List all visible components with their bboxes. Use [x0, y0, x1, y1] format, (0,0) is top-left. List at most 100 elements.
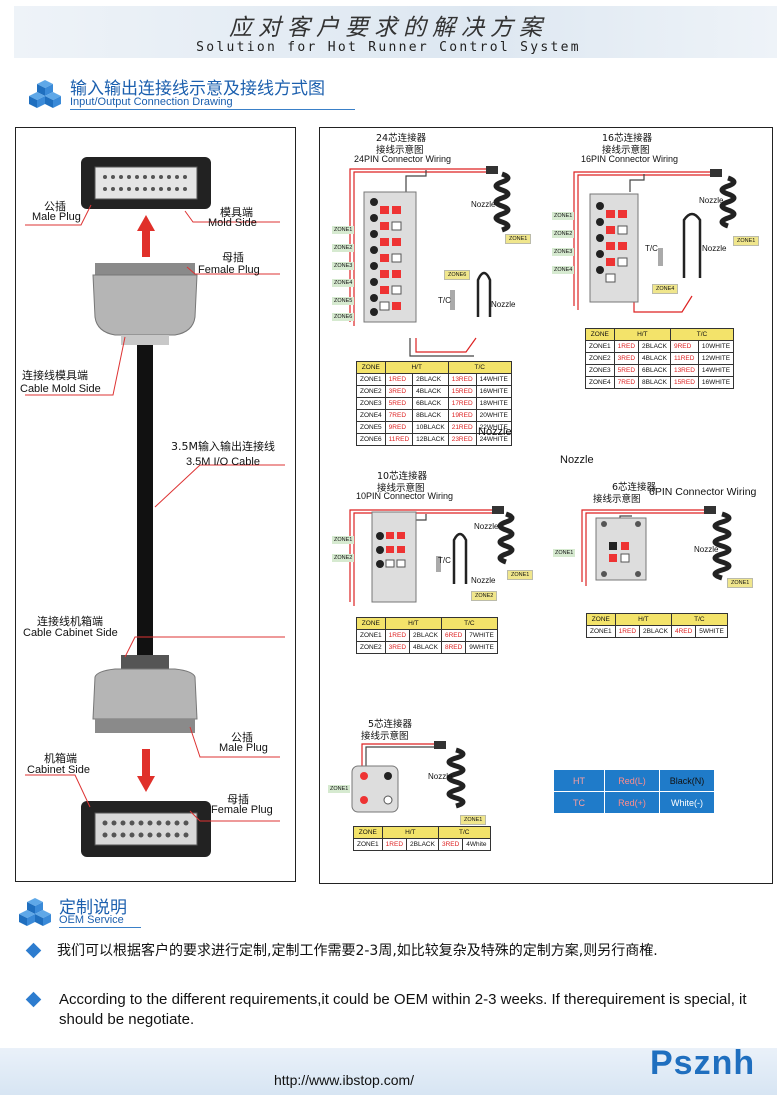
cell: 3RED: [384, 385, 414, 398]
cubes-icon: [19, 898, 51, 926]
d10-title-cn1: 10芯连接器: [377, 471, 428, 482]
female-plug2-label-cn: 母插: [227, 793, 249, 806]
section2-underline: [59, 927, 141, 928]
d5-nozzle-label: Nozzle: [428, 772, 453, 781]
cubes-icon: [29, 80, 61, 108]
cell: 3RED: [437, 838, 464, 851]
cell: 12WHITE: [697, 352, 735, 365]
d16-title-cn2: 接线示意图: [602, 145, 650, 156]
cable-mold-side-label-en: Cable Mold Side: [20, 383, 101, 395]
cell: 9RED: [669, 340, 699, 353]
d24-title-cn1: 24芯连接器: [376, 133, 427, 144]
d10-nozzle-label: Nozzle: [474, 522, 499, 531]
cable-illustration: [25, 157, 285, 857]
left-panel: [15, 127, 296, 882]
d24-zone6-tag: ZONE6: [444, 270, 471, 280]
bullet-icon: [25, 942, 42, 959]
header-cell: T/C: [669, 328, 735, 341]
cell: ZONE6: [356, 433, 386, 446]
header-cell: T/C: [447, 361, 512, 374]
wire-color-legend: HT Red(L) Black(N) TC Red(+) White(-): [553, 769, 715, 814]
mold-side-label-en: Mold Side: [208, 217, 257, 229]
cell: 10BLACK: [412, 421, 449, 434]
cell: 6BLACK: [638, 364, 671, 377]
d24-zone1-tag: ZONE1: [505, 234, 532, 244]
cell: 15RED: [669, 376, 699, 389]
d10-zone-side-1: ZONE1: [332, 536, 355, 544]
header-title-cn: 应对客户要求的解决方案: [229, 15, 548, 41]
cell: 4BLACK: [409, 641, 442, 654]
footer-bar: [0, 1048, 777, 1095]
header-cell: ZONE: [353, 826, 383, 839]
oem-text-en: According to the different requirements,…: [59, 991, 747, 1028]
legend-row-tc: TC Red(+) White(-): [553, 791, 715, 814]
male-plug-label-cn: 公插: [44, 200, 66, 213]
legend-ht: HT: [553, 769, 605, 792]
d6-wiring-diagram: [581, 506, 732, 586]
cell: 20WHITE: [475, 409, 512, 422]
cell: ZONE4: [356, 409, 386, 422]
d24-nozzle-label: Nozzle: [471, 200, 496, 209]
d16-zone-side-3: ZONE3: [552, 248, 575, 256]
d24-tc-label: T/C: [438, 296, 451, 305]
d16-title-en: 16PIN Connector Wiring: [581, 154, 679, 164]
d24-wiring-diagram: [349, 166, 511, 357]
cable-label-cn: 3.5M输入输出连接线: [171, 440, 275, 453]
cell: 6BLACK: [412, 397, 449, 410]
d5-title-cn1: 5芯连接器: [368, 719, 413, 730]
section1-underline: [70, 109, 355, 110]
cell: 5RED: [613, 364, 640, 377]
header-cell: H/T: [384, 617, 442, 630]
cell: 10WHITE: [697, 340, 735, 353]
cell: 16WHITE: [475, 385, 512, 398]
cell: 1RED: [614, 625, 641, 638]
d10-title-en: 10PIN Connector Wiring: [356, 491, 454, 501]
cell: 2BLACK: [412, 373, 449, 386]
d6-title-cn1: 6芯连接器: [612, 482, 657, 493]
male-plug-label-en: Male Plug: [32, 211, 81, 223]
d24-zone-side-4: ZONE4: [332, 279, 355, 287]
cell: ZONE1: [356, 629, 386, 642]
cell: 18WHITE: [475, 397, 512, 410]
cell: ZONE2: [356, 641, 386, 654]
d24-zone-side-5: ZONE5: [332, 297, 355, 305]
header-cell: T/C: [440, 617, 498, 630]
cell: 8BLACK: [412, 409, 449, 422]
d16-zone-side-1: ZONE1: [552, 212, 575, 220]
legend-tc-neg: White(-): [659, 791, 715, 814]
header-cell: ZONE: [356, 617, 386, 630]
header-title-en: Solution for Hot Runner Control System: [196, 40, 581, 55]
d5-zone1-tag: ZONE1: [460, 815, 487, 825]
d6-title-cn2: 接线示意图: [593, 494, 641, 505]
cell: 11RED: [384, 433, 414, 446]
cell: 21RED: [447, 421, 477, 434]
section2-title-en: OEM Service: [59, 914, 124, 926]
header-cell: H/T: [384, 361, 449, 374]
female-plug-label-cn: 母插: [222, 251, 244, 264]
d16-nozzle-label: Nozzle: [699, 196, 724, 205]
cell: 2BLACK: [406, 838, 439, 851]
legend-tc-pos: Red(+): [604, 791, 660, 814]
footer-url[interactable]: http://www.ibstop.com/: [274, 1072, 415, 1088]
d24-title-cn2: 接线示意图: [376, 145, 424, 156]
cable-mold-side-label-cn: 连接线模具端: [22, 369, 88, 382]
d16-nozzle2-label: Nozzle: [702, 244, 727, 253]
cell: ZONE4: [585, 376, 615, 389]
legend-row-ht: HT Red(L) Black(N): [553, 769, 715, 792]
mold-side-label-cn: 模具端: [220, 206, 253, 219]
cell: 13RED: [447, 373, 477, 386]
cell: ZONE1: [356, 373, 386, 386]
cell: 16WHITE: [697, 376, 735, 389]
cell: 24WHITE: [475, 433, 512, 446]
cell: 5RED: [384, 397, 414, 410]
